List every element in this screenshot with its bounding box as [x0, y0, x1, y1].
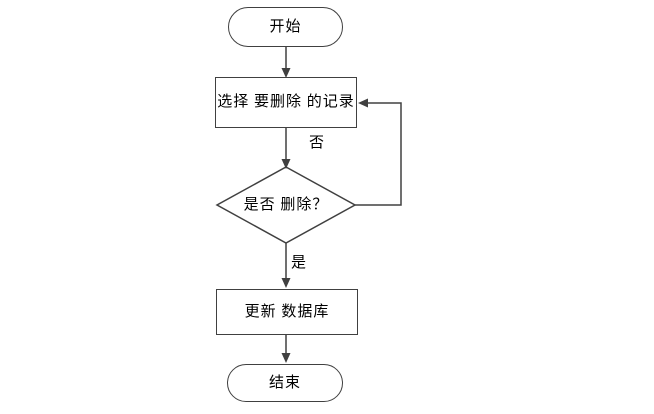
- arrowhead-start-to-select: [281, 68, 291, 78]
- node-update-db-process: 更新 数据库: [216, 289, 358, 335]
- edge-decision-loop-to-select: [355, 102, 402, 206]
- node-decision-label-wrap: 是否 删除？: [216, 195, 356, 215]
- edge-label-no: 否: [309, 135, 325, 151]
- arrowhead-update-to-end: [281, 353, 291, 363]
- node-select-record-process: 选择 要删除 的记录: [215, 77, 357, 128]
- arrowhead-decision-to-update: [281, 278, 291, 288]
- arrowhead-decision-loop-to-select: [358, 98, 368, 108]
- node-select-record-label: 选择 要删除 的记录: [217, 94, 355, 110]
- node-decision-label: 是否 删除？: [243, 196, 329, 213]
- node-update-db-label: 更新 数据库: [244, 303, 330, 320]
- node-end-label: 结束: [268, 374, 301, 391]
- arrowhead-select-to-decision: [281, 159, 291, 169]
- edge-label-yes: 是: [291, 255, 307, 271]
- node-end-terminator: 结束: [227, 364, 343, 402]
- node-start-label: 开始: [269, 18, 302, 35]
- node-start-terminator: 开始: [228, 7, 343, 47]
